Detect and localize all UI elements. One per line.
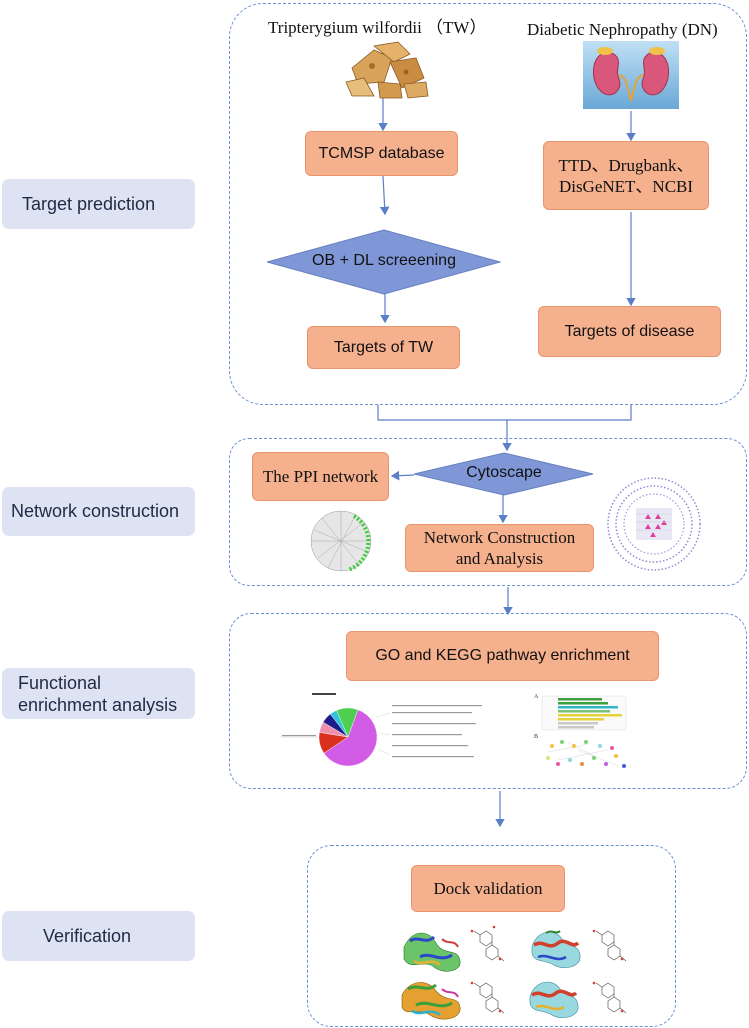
kegg-panel-b-label: B (534, 734, 539, 740)
stage-network-construction: Network construction (2, 487, 195, 536)
network-analysis-label-2: and Analysis (455, 549, 544, 568)
stage-target-prediction: Target prediction (2, 179, 195, 229)
stage-functional-enrichment-label-2: enrichment analysis (18, 694, 178, 715)
ppi-network-label: The PPI network (262, 467, 379, 486)
dn-databases-label-2: DisGeNET、NCBI (558, 176, 694, 196)
go-pie-thumbnail (280, 693, 482, 767)
pie-slice (323, 709, 378, 767)
targets-tw-box: Targets of TW (307, 326, 460, 369)
go-kegg-label: GO and KEGG pathway enrichment (375, 647, 630, 664)
targets-tw-label: Targets of TW (333, 338, 434, 356)
panel-verification (307, 845, 676, 1027)
cytoscape-diamond (414, 452, 594, 496)
stage-functional-enrichment-label-1: Functional (18, 672, 102, 693)
network-analysis-box: Network Construction and Analysis (405, 524, 594, 572)
stage-target-prediction-label: Target prediction (22, 193, 156, 214)
kidney-image (583, 41, 679, 109)
ppi-network-box: The PPI network (252, 452, 389, 501)
screening-diamond (267, 229, 501, 295)
panel-target-prediction (229, 3, 747, 405)
pie-slice (336, 707, 359, 738)
tripterygium-herb-image (345, 41, 429, 99)
tw-title: Tripterygium wilfordii （TW） (268, 18, 487, 37)
docking-images (401, 925, 627, 1020)
tcmsp-database-label: TCMSP database (318, 144, 445, 162)
kegg-panel-a-label: A (534, 694, 539, 700)
tcmsp-database-box: TCMSP database (305, 131, 458, 176)
stage-verification-label: Verification (43, 925, 132, 946)
network-analysis-label-1: Network Construction (423, 528, 576, 547)
stage-verification: Verification (2, 911, 195, 961)
targets-disease-box: Targets of disease (538, 306, 721, 357)
targets-disease-label: Targets of disease (564, 322, 695, 340)
ppi-network-thumbnail (310, 510, 372, 572)
dn-databases-label-1: TTD、Drugbank、 (558, 155, 694, 175)
dn-title: Diabetic Nephropathy (DN) (527, 20, 718, 39)
stage-network-construction-label: Network construction (11, 501, 180, 521)
dock-validation-box: Dock validation (411, 865, 565, 912)
arrow-tcmsp-to-screening (379, 175, 390, 216)
dock-validation-label: Dock validation (433, 879, 543, 898)
panel-functional-enrichment (229, 613, 747, 789)
cytoscape-label: Cytoscape (466, 464, 542, 481)
arrow-cytoscape-to-ppi (390, 470, 415, 481)
panel-network-construction (229, 438, 747, 586)
dn-databases-box: TTD、Drugbank、 DisGeNET、NCBI (543, 141, 709, 210)
concentric-network-thumbnail (607, 477, 701, 571)
kegg-thumbnail: A B (528, 694, 640, 776)
go-kegg-box: GO and KEGG pathway enrichment (346, 631, 659, 681)
stage-functional-enrichment: Functional enrichment analysis (2, 668, 195, 719)
bracket-merge (377, 405, 632, 421)
screening-label: OB + DL screeening (312, 252, 456, 269)
